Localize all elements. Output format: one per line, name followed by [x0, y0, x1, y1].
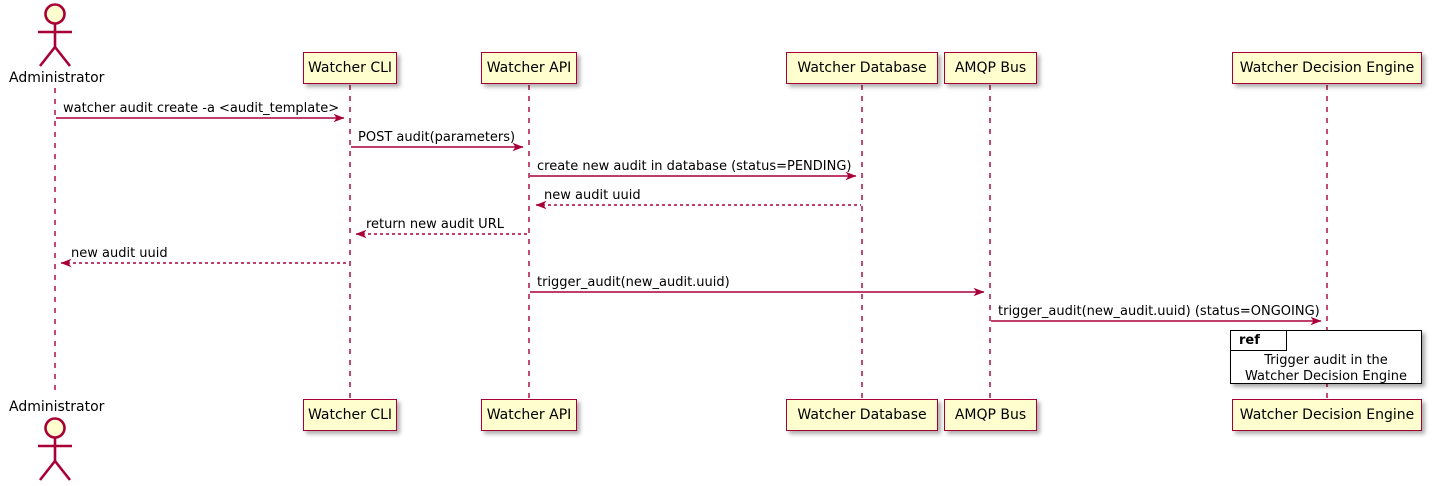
participant-label: Watcher Database — [797, 60, 927, 76]
participant-label: Watcher Decision Engine — [1239, 60, 1415, 76]
participant-label: Watcher API — [486, 407, 572, 423]
participant-amqp-bus-bottom[interactable]: AMQP Bus — [944, 399, 1037, 431]
participant-label: Watcher CLI — [307, 407, 393, 423]
actor-label-administrator-top: Administrator — [9, 70, 105, 86]
participant-label: AMQP Bus — [954, 407, 1027, 423]
participant-watcher-database-top[interactable]: Watcher Database — [786, 52, 938, 84]
participant-label: Watcher Database — [797, 407, 927, 423]
participant-amqp-bus-top[interactable]: AMQP Bus — [944, 52, 1037, 84]
participant-label: AMQP Bus — [954, 60, 1027, 76]
message-arrows — [56, 113, 1322, 326]
message-label-8: trigger_audit(new_audit.uuid) (status=ON… — [998, 304, 1320, 319]
message-label-3: create new audit in database (status=PEN… — [537, 159, 852, 174]
actor-administrator-bottom — [38, 417, 72, 481]
participant-label: Watcher CLI — [307, 60, 393, 76]
ref-fragment-tag: ref — [1239, 333, 1260, 348]
participant-watcher-api-top[interactable]: Watcher API — [481, 52, 577, 84]
message-label-6: new audit uuid — [71, 246, 168, 261]
message-label-4: new audit uuid — [544, 188, 641, 203]
participant-watcher-decision-engine-top[interactable]: Watcher Decision Engine — [1232, 52, 1422, 84]
ref-fragment: ref Trigger audit in the Watcher Decisio… — [1230, 330, 1422, 384]
message-label-7: trigger_audit(new_audit.uuid) — [537, 275, 730, 290]
ref-fragment-body: Trigger audit in the Watcher Decision En… — [1231, 353, 1421, 385]
message-label-5: return new audit URL — [366, 217, 504, 232]
actor-label-administrator-bottom: Administrator — [9, 399, 105, 415]
participant-watcher-api-bottom[interactable]: Watcher API — [481, 399, 577, 431]
ref-fragment-tab — [1231, 331, 1287, 351]
lifelines — [54, 85, 1328, 398]
message-label-2: POST audit(parameters) — [358, 130, 516, 145]
participant-watcher-cli-top[interactable]: Watcher CLI — [303, 52, 397, 84]
actor-administrator-top — [38, 3, 72, 67]
participant-label: Watcher API — [486, 60, 572, 76]
ref-fragment-line-1: Trigger audit in the — [1264, 353, 1388, 368]
participant-watcher-decision-engine-bottom[interactable]: Watcher Decision Engine — [1232, 399, 1422, 431]
message-label-1: watcher audit create -a <audit_template> — [63, 101, 340, 116]
ref-fragment-line-2: Watcher Decision Engine — [1245, 369, 1407, 384]
participant-watcher-database-bottom[interactable]: Watcher Database — [786, 399, 938, 431]
participant-watcher-cli-bottom[interactable]: Watcher CLI — [303, 399, 397, 431]
participant-label: Watcher Decision Engine — [1239, 407, 1415, 423]
